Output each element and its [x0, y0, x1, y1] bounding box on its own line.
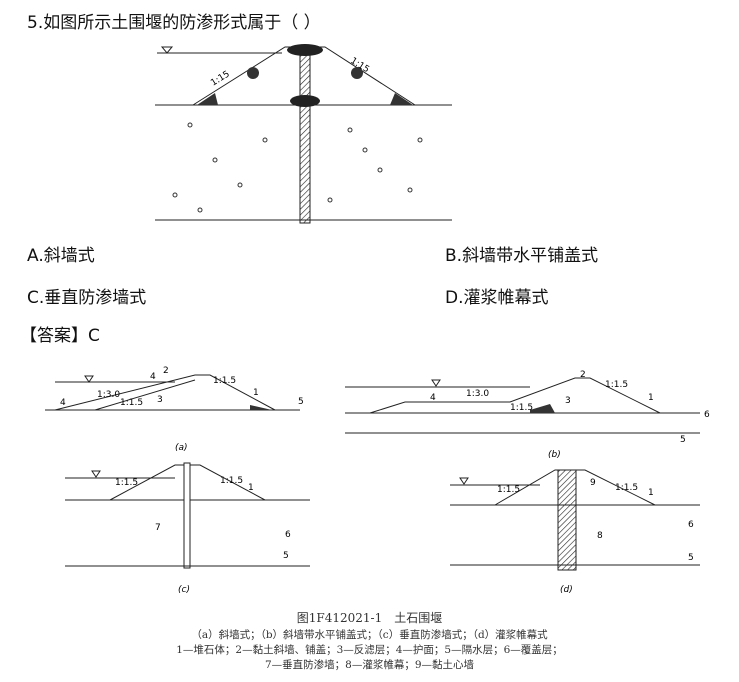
- svg-text:1: 1: [253, 388, 259, 398]
- svg-text:1:1.5: 1:1.5: [497, 485, 520, 495]
- svg-text:1:3.0: 1:3.0: [466, 389, 489, 399]
- svg-text:1:1.5: 1:1.5: [115, 478, 138, 488]
- figure-c-vertical-cutoff-wall: 1:1.5 1:1.5 1 7 6 5 (c): [65, 462, 310, 595]
- svg-text:5: 5: [298, 397, 304, 407]
- svg-text:3: 3: [157, 395, 163, 405]
- svg-text:6: 6: [285, 530, 291, 540]
- figure-caption-line: （a）斜墙式；（b）斜墙带水平铺盖式；（c）垂直防渗墙式；（d）灌浆帷幕式: [191, 629, 548, 641]
- svg-text:4: 4: [150, 372, 156, 382]
- svg-text:8: 8: [597, 531, 603, 541]
- svg-text:(a): (a): [175, 443, 188, 453]
- svg-text:6: 6: [688, 520, 694, 530]
- svg-text:1:1.5: 1:1.5: [605, 380, 628, 390]
- svg-text:9: 9: [590, 478, 596, 488]
- option-c: C.垂直防渗墙式: [27, 288, 147, 308]
- svg-text:4: 4: [60, 398, 66, 408]
- svg-text:1:1.5: 1:1.5: [510, 403, 533, 413]
- question-text: 5.如图所示土围堰的防渗形式属于（ ）: [27, 13, 321, 33]
- svg-text:1:3.0: 1:3.0: [97, 390, 120, 400]
- svg-text:(b): (b): [548, 450, 561, 460]
- figure-caption-line: 7—垂直防渗墙；8—灌浆帷幕；9—黏土心墙: [264, 659, 475, 671]
- svg-text:7: 7: [155, 523, 161, 533]
- top-cofferdam-diagram: 1:15 1:15: [155, 44, 452, 224]
- option-a: A.斜墙式: [27, 246, 95, 266]
- svg-text:2: 2: [163, 366, 169, 376]
- svg-text:(d): (d): [560, 585, 573, 595]
- svg-text:1:1.5: 1:1.5: [615, 483, 638, 493]
- figure-b-inclined-wall-blanket: 1:3.0 1:1.5 1:1.5 2 4 3 1 6 5 (b): [345, 370, 710, 460]
- svg-text:2: 2: [580, 370, 586, 380]
- svg-text:4: 4: [430, 393, 436, 403]
- svg-text:3: 3: [565, 396, 571, 406]
- svg-text:6: 6: [704, 410, 710, 420]
- figure-a-inclined-wall: 1:3.0 1:1.5 1:1.5 2 4 4 3 1 5 (a): [45, 366, 304, 453]
- figure-d-grout-curtain: 1:1.5 1:1.5 9 1 8 6 5 (d): [450, 469, 700, 595]
- svg-text:5: 5: [680, 435, 686, 445]
- svg-text:1:1.5: 1:1.5: [213, 376, 236, 386]
- svg-text:1: 1: [648, 393, 654, 403]
- figure-title: 图1F412021-1 土石围堰: [296, 611, 443, 625]
- svg-text:5: 5: [688, 553, 694, 563]
- option-d: D.灌浆帷幕式: [445, 288, 549, 308]
- svg-text:5: 5: [283, 551, 289, 561]
- option-b: B.斜墙带水平铺盖式: [445, 246, 599, 266]
- svg-text:1:1.5: 1:1.5: [120, 398, 143, 408]
- svg-text:1: 1: [648, 488, 654, 498]
- svg-text:1:15: 1:15: [209, 69, 231, 88]
- svg-text:1: 1: [248, 483, 254, 493]
- figure-caption-line: 1—堆石体；2—黏土斜墙、铺盖；3—反滤层；4—护面；5—隔水层；6—覆盖层；: [176, 644, 563, 656]
- svg-text:(c): (c): [178, 585, 190, 595]
- svg-text:1:1.5: 1:1.5: [220, 476, 243, 486]
- answer: 【答案】C: [20, 326, 100, 346]
